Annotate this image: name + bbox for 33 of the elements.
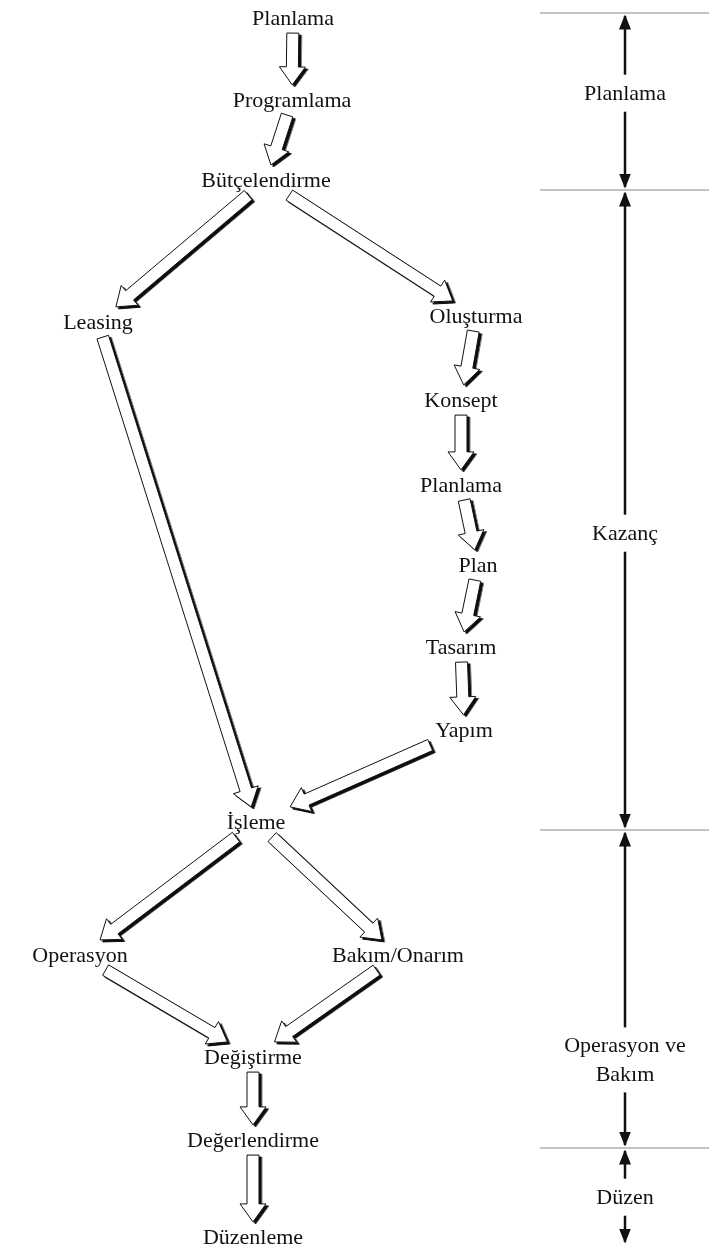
stage-label: Yapım <box>433 717 495 743</box>
hollow-arrow <box>457 498 485 551</box>
stage-label: Tasarım <box>423 634 499 660</box>
hollow-arrow <box>449 661 477 716</box>
stage-label: Plan <box>456 552 500 578</box>
stage-label: Leasing <box>61 309 135 335</box>
hollow-arrow <box>267 832 383 941</box>
hollow-arrow <box>447 414 475 471</box>
hollow-arrow <box>453 329 481 386</box>
hollow-arrow <box>274 964 381 1043</box>
hollow-arrow <box>289 739 434 812</box>
hollow-arrow <box>99 831 241 941</box>
hollow-arrow <box>278 32 306 86</box>
stage-label: İşleme <box>224 809 288 835</box>
hollow-arrow <box>285 189 454 303</box>
hollow-arrow <box>239 1071 267 1126</box>
stage-label: Programlama <box>230 87 354 113</box>
hollow-arrow <box>263 112 294 166</box>
stage-label: Bütçelendirme <box>199 167 333 193</box>
stage-label: Planlama <box>418 472 504 498</box>
stage-label: Planlama <box>250 5 336 31</box>
hollow-arrow <box>102 964 228 1045</box>
stage-label: Oluşturma <box>427 303 525 329</box>
stage-label: Bakım/Onarım <box>330 942 466 968</box>
hollow-arrow <box>239 1154 267 1223</box>
stage-label: Konsept <box>422 387 500 413</box>
stage-label: Değerlendirme <box>185 1127 321 1153</box>
stage-label: Düzenleme <box>200 1224 306 1250</box>
hollow-arrow <box>115 190 253 308</box>
stage-label: Operasyon <box>30 942 130 968</box>
hollow-arrow <box>454 578 482 633</box>
stage-label: Değiştirme <box>202 1044 304 1070</box>
hollow-arrow <box>96 334 259 808</box>
